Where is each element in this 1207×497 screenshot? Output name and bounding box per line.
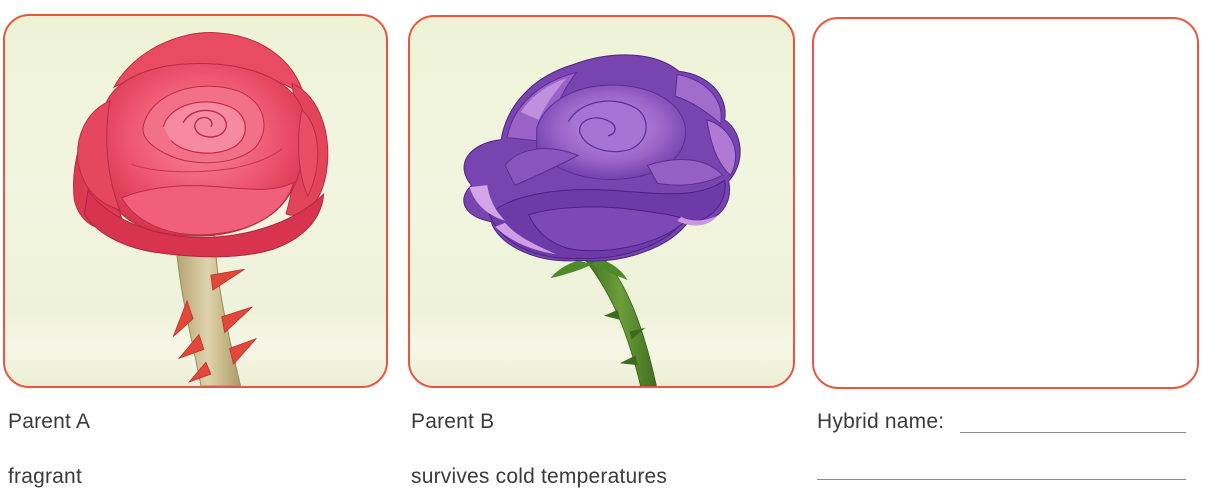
hybrid-name-label: Hybrid name: (817, 410, 945, 433)
parent-b-caption: Parent B (411, 410, 495, 433)
parent-a-caption: Parent A (8, 410, 91, 433)
hybrid-trait-blank-line[interactable] (817, 479, 1186, 480)
parent-a-illustration-panel (3, 14, 388, 388)
purple-rose-icon (463, 54, 741, 386)
parent-b-trait: survives cold temperatures (411, 465, 668, 488)
hybrid-drawing-panel (812, 17, 1199, 389)
parent-a-trait: fragrant (8, 465, 82, 488)
hybrid-name-blank-line[interactable] (960, 432, 1186, 433)
red-rose-icon (73, 32, 329, 386)
parent-b-illustration-panel (408, 15, 795, 388)
